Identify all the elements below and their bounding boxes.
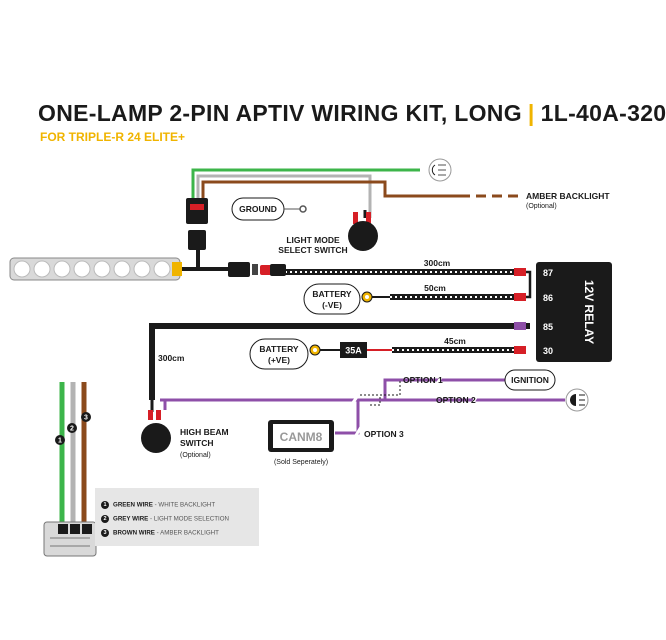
light-mode-label-2: SELECT SWITCH bbox=[278, 245, 347, 255]
legend-num: 1 bbox=[101, 501, 109, 509]
relay-pin-87: 87 bbox=[543, 268, 553, 278]
battery-pos-label-1: BATTERY bbox=[259, 344, 299, 354]
legend-key: GREEN WIRE bbox=[113, 501, 153, 509]
backlight-harness bbox=[191, 168, 520, 218]
option2-label: OPTION 2 bbox=[436, 395, 476, 405]
battery-pos-label-2: (+VE) bbox=[268, 355, 290, 365]
legend-value: - WHITE BACKLIGHT bbox=[154, 501, 216, 509]
legend-key: BROWN WIRE bbox=[113, 529, 155, 537]
legend-num: 2 bbox=[101, 515, 109, 523]
battery-neg-label-2: (-VE) bbox=[322, 300, 342, 310]
canm8-label: CANM8 bbox=[280, 430, 323, 444]
relay-pin-85: 85 bbox=[543, 322, 553, 332]
high-beam-switch bbox=[141, 423, 171, 453]
wire-legend: 1 GREEN WIRE - WHITE BACKLIGHT 2 GREY WIRE… bbox=[95, 488, 259, 546]
high-beam-note: (Optional) bbox=[180, 452, 211, 459]
length-50cm: 50cm bbox=[424, 283, 446, 293]
wire-marker-1: 1 bbox=[58, 438, 62, 445]
legend-num: 3 bbox=[101, 529, 109, 537]
ground-label: GROUND bbox=[239, 204, 277, 214]
fuse-label: 35A bbox=[345, 346, 362, 356]
ground-terminal: GROUND bbox=[231, 197, 307, 221]
legend-value: - AMBER BACKLIGHT bbox=[156, 529, 219, 537]
aptiv-connector-main bbox=[228, 262, 286, 277]
kit-name: ONE-LAMP 2-PIN APTIV WIRING KIT, LONG bbox=[38, 100, 522, 126]
part-number: 1L-40A-320 bbox=[540, 100, 666, 126]
option1-label: OPTION 1 bbox=[403, 375, 443, 385]
ignition-label: IGNITION bbox=[511, 375, 549, 385]
relay-12v: 12V RELAY 87 86 85 30 bbox=[536, 262, 612, 362]
legend-row: 3 BROWN WIRE - AMBER BACKLIGHT bbox=[101, 529, 219, 537]
light-bar bbox=[9, 257, 182, 281]
canm8-module: CANM8 bbox=[268, 420, 334, 452]
length-300cm-top: 300cm bbox=[424, 258, 451, 268]
canm8-note: (Sold Seperately) bbox=[274, 459, 328, 466]
length-45cm: 45cm bbox=[444, 336, 466, 346]
title-separator: | bbox=[527, 100, 535, 126]
length-300cm-left: 300cm bbox=[158, 353, 185, 363]
legend-value: - LIGHT MODE SELECTION bbox=[150, 515, 230, 523]
wire-85-300cm bbox=[149, 323, 530, 400]
wiring-diagram: GROUND LIGHT MODE SELECT SWITCH AMBER BA… bbox=[9, 158, 612, 557]
wire-marker-3: 3 bbox=[84, 415, 88, 422]
light-mode-label-1: LIGHT MODE bbox=[286, 235, 340, 245]
page-title: ONE-LAMP 2-PIN APTIV WIRING KIT, LONG|1L… bbox=[38, 100, 666, 127]
high-beam-label-2: SWITCH bbox=[180, 438, 214, 448]
amber-backlight-label: AMBER BACKLIGHT bbox=[526, 191, 610, 201]
relay-pin-30: 30 bbox=[543, 346, 553, 356]
backlight-icon bbox=[428, 158, 452, 182]
page-subtitle: FOR TRIPLE-R 24 ELITE+ bbox=[40, 130, 186, 144]
aptiv-connector-harness bbox=[186, 198, 208, 250]
amber-backlight-note: (Optional) bbox=[526, 203, 557, 210]
fuse-35a: 35A bbox=[340, 342, 367, 358]
wire-marker-2: 2 bbox=[70, 426, 74, 433]
battery-neg-label-1: BATTERY bbox=[312, 289, 352, 299]
relay-label: 12V RELAY bbox=[582, 280, 596, 344]
option3-label: OPTION 3 bbox=[364, 429, 404, 439]
light-bar-leds bbox=[13, 260, 171, 278]
legend-row: 2 GREY WIRE - LIGHT MODE SELECTION bbox=[101, 515, 229, 523]
legend-key: GREY WIRE bbox=[113, 515, 149, 523]
high-beam-icon bbox=[565, 388, 589, 412]
battery-positive-terminal: BATTERY (+VE) bbox=[249, 338, 321, 370]
ignition-terminal: IGNITION bbox=[504, 369, 556, 391]
battery-negative-terminal: BATTERY (-VE) bbox=[303, 283, 373, 315]
light-mode-select-switch bbox=[348, 212, 378, 251]
legend-row: 1 GREEN WIRE - WHITE BACKLIGHT bbox=[101, 501, 215, 509]
wire-illustration: 1 2 3 bbox=[43, 382, 97, 557]
signal-wires bbox=[160, 373, 565, 438]
high-beam-label-1: HIGH BEAM bbox=[180, 427, 229, 437]
relay-pin-86: 86 bbox=[543, 293, 553, 303]
